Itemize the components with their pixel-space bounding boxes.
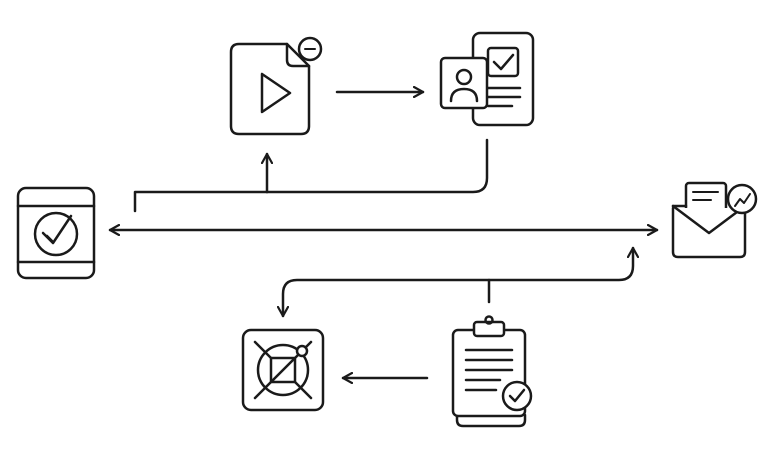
edge-profile-bus (265, 138, 489, 194)
connectors (108, 92, 659, 378)
clipboard-check-icon (451, 315, 533, 428)
user-profile-document-icon (439, 31, 535, 127)
envelope-chart-icon (671, 181, 758, 259)
checkmark-badge-icon (16, 186, 96, 280)
edge-tablet-bus (133, 190, 269, 213)
edge-clipboard-mail (487, 246, 633, 304)
play-file-icon (229, 36, 323, 136)
edge-clipboard-design (283, 278, 491, 318)
vector-crop-icon (241, 328, 325, 412)
